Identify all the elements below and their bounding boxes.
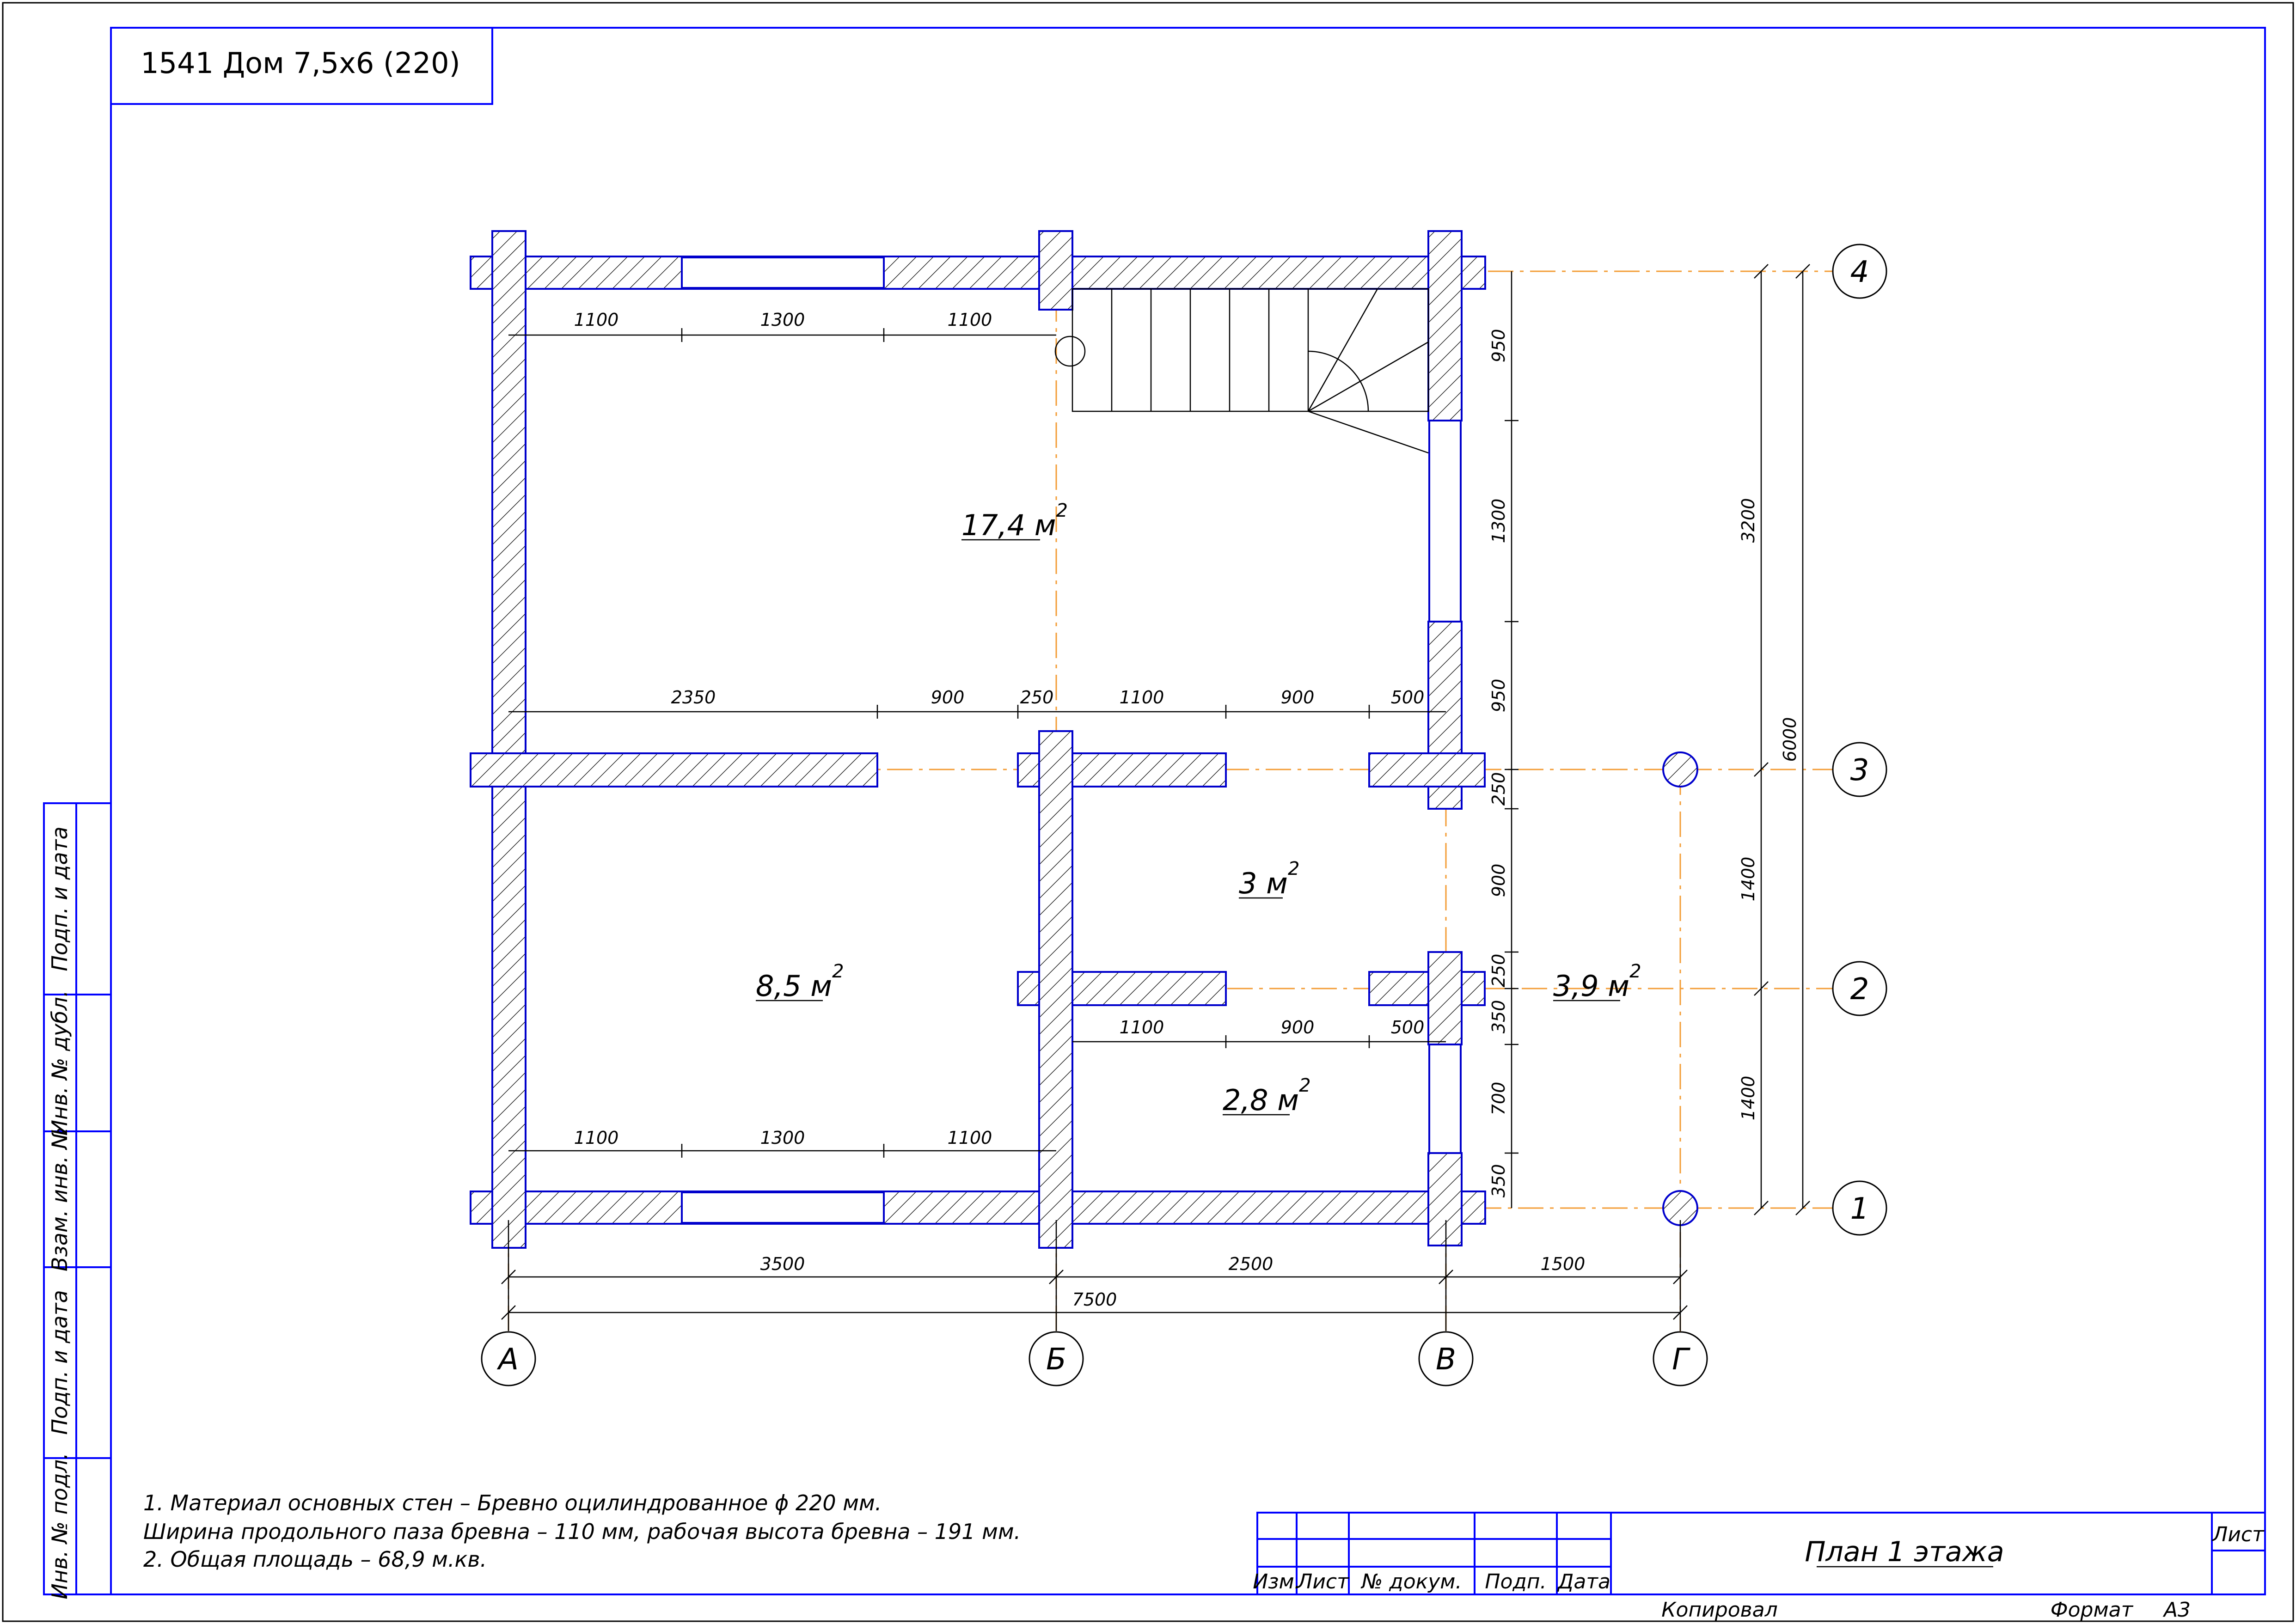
notes: 1. Материал основных стен – Бревно оцили… bbox=[143, 1490, 1021, 1572]
axis-b: Б bbox=[1046, 1343, 1066, 1377]
dim-total-y: 6000 bbox=[1780, 717, 1800, 762]
side-stamp-sign-date-2: Подп. и дата bbox=[47, 1290, 72, 1435]
tb-copied: Копировал bbox=[1661, 1598, 1777, 1622]
window-right-lower bbox=[1428, 1044, 1462, 1154]
dim-total-x: 7500 bbox=[1072, 1289, 1117, 1310]
dim-r-9: 350 bbox=[1488, 1164, 1509, 1198]
dim-chain-3: 1500 bbox=[1541, 1254, 1586, 1274]
side-stamp-replace-inv: Взам. инв. № bbox=[47, 1127, 72, 1271]
dim-mid-1: 2350 bbox=[671, 687, 716, 708]
dim-bot-3: 1100 bbox=[948, 1128, 992, 1148]
tb-col-list: Лист bbox=[1296, 1570, 1349, 1593]
room-areas: 17,4 м2 8,5 м2 3 м2 2,8 м2 3,9 м2 bbox=[756, 500, 1641, 1117]
project-title-box: 1541 Дом 7,5х6 (220) bbox=[110, 27, 493, 105]
tb-col-doc: № докум. bbox=[1360, 1570, 1462, 1593]
dim-ro-1: 3200 bbox=[1738, 498, 1758, 543]
dim-top-2: 1300 bbox=[760, 310, 805, 330]
note-2: Ширина продольного паза бревна – 110 мм,… bbox=[143, 1519, 1021, 1544]
tb-col-sign: Подп. bbox=[1485, 1570, 1546, 1593]
title-block: Изм. Лист № докум. Подп. Дата План 1 эта… bbox=[1253, 1512, 2266, 1622]
axis-g: Г bbox=[1672, 1343, 1690, 1377]
axis-a: А bbox=[496, 1343, 519, 1377]
note-3: 2. Общая площадь – 68,9 м.кв. bbox=[143, 1547, 487, 1572]
dim-mid-6: 500 bbox=[1391, 687, 1425, 708]
tb-col-date: Дата bbox=[1557, 1570, 1610, 1593]
axis-v: В bbox=[1436, 1343, 1456, 1377]
dim-chain-2: 2500 bbox=[1229, 1254, 1274, 1274]
dim-r-7: 350 bbox=[1488, 1000, 1509, 1034]
dim-bot-1: 1100 bbox=[574, 1128, 619, 1148]
dim-low-1: 1100 bbox=[1120, 1017, 1164, 1038]
side-stamp: Подп. и дата Инв. № дубл. Взам. инв. № П… bbox=[43, 802, 112, 1600]
note-1: 1. Материал основных стен – Бревно оцили… bbox=[143, 1490, 882, 1515]
side-stamp-dup-inv: Инв. № дубл. bbox=[47, 990, 72, 1136]
windows bbox=[681, 256, 1462, 1224]
dim-ro-3: 1400 bbox=[1738, 1076, 1758, 1121]
dim-mid-4: 1100 bbox=[1120, 687, 1164, 708]
tb-col-izm: Изм. bbox=[1253, 1570, 1301, 1593]
dimension-lines bbox=[501, 264, 1810, 1320]
porch-columns bbox=[1662, 751, 1698, 1226]
area-room-porch: 3,9 м2 bbox=[1553, 961, 1641, 1003]
dim-r-6: 250 bbox=[1488, 954, 1509, 988]
axis-1: 1 bbox=[1850, 1192, 1869, 1226]
axis-3: 3 bbox=[1850, 753, 1869, 788]
axis-markers: А Б В Г 4 3 2 1 bbox=[481, 244, 1887, 1386]
walls bbox=[470, 230, 1486, 1249]
dim-r-3: 950 bbox=[1488, 679, 1509, 713]
dim-low-3: 500 bbox=[1391, 1017, 1425, 1038]
area-room-upper: 17,4 м2 bbox=[961, 500, 1068, 542]
window-right bbox=[1428, 420, 1462, 623]
tb-sheet-label: Лист bbox=[2211, 1523, 2265, 1546]
dim-top-3: 1100 bbox=[948, 310, 992, 330]
dimension-labels: 1100 1300 1100 2350 900 250 1100 900 500… bbox=[574, 310, 1800, 1310]
dim-r-2: 1300 bbox=[1488, 499, 1509, 543]
project-title: 1541 Дом 7,5х6 (220) bbox=[141, 46, 460, 80]
dim-r-5: 900 bbox=[1488, 864, 1509, 897]
window-bottom bbox=[681, 1191, 885, 1224]
dim-bot-2: 1300 bbox=[760, 1128, 805, 1148]
window-top bbox=[681, 256, 885, 289]
dim-r-1: 950 bbox=[1488, 329, 1509, 363]
dim-low-2: 900 bbox=[1281, 1017, 1315, 1038]
dim-mid-2: 900 bbox=[931, 687, 965, 708]
grid-axes bbox=[508, 254, 1840, 1338]
tb-sheet-name: План 1 этажа bbox=[1805, 1536, 2004, 1568]
tb-format-label: Формат bbox=[2051, 1598, 2134, 1622]
area-room-hall: 3 м2 bbox=[1239, 858, 1299, 900]
area-room-bath: 2,8 м2 bbox=[1223, 1075, 1311, 1117]
dim-chain-1: 3500 bbox=[760, 1254, 805, 1274]
dim-ro-2: 1400 bbox=[1738, 857, 1758, 902]
axis-4: 4 bbox=[1850, 255, 1869, 289]
staircase bbox=[1054, 288, 1429, 454]
side-stamp-orig-inv: Инв. № подл. bbox=[47, 1453, 72, 1599]
dim-mid-5: 900 bbox=[1281, 687, 1315, 708]
area-room-lower-left: 8,5 м2 bbox=[756, 961, 844, 1003]
axis-2: 2 bbox=[1850, 972, 1869, 1007]
dim-mid-3: 250 bbox=[1020, 687, 1054, 708]
tb-format-value: А3 bbox=[2162, 1598, 2191, 1622]
dim-top-1: 1100 bbox=[574, 310, 619, 330]
dim-r-8: 700 bbox=[1488, 1082, 1509, 1116]
side-stamp-sign-date-1: Подп. и дата bbox=[47, 826, 72, 971]
dim-r-4: 250 bbox=[1488, 772, 1509, 806]
